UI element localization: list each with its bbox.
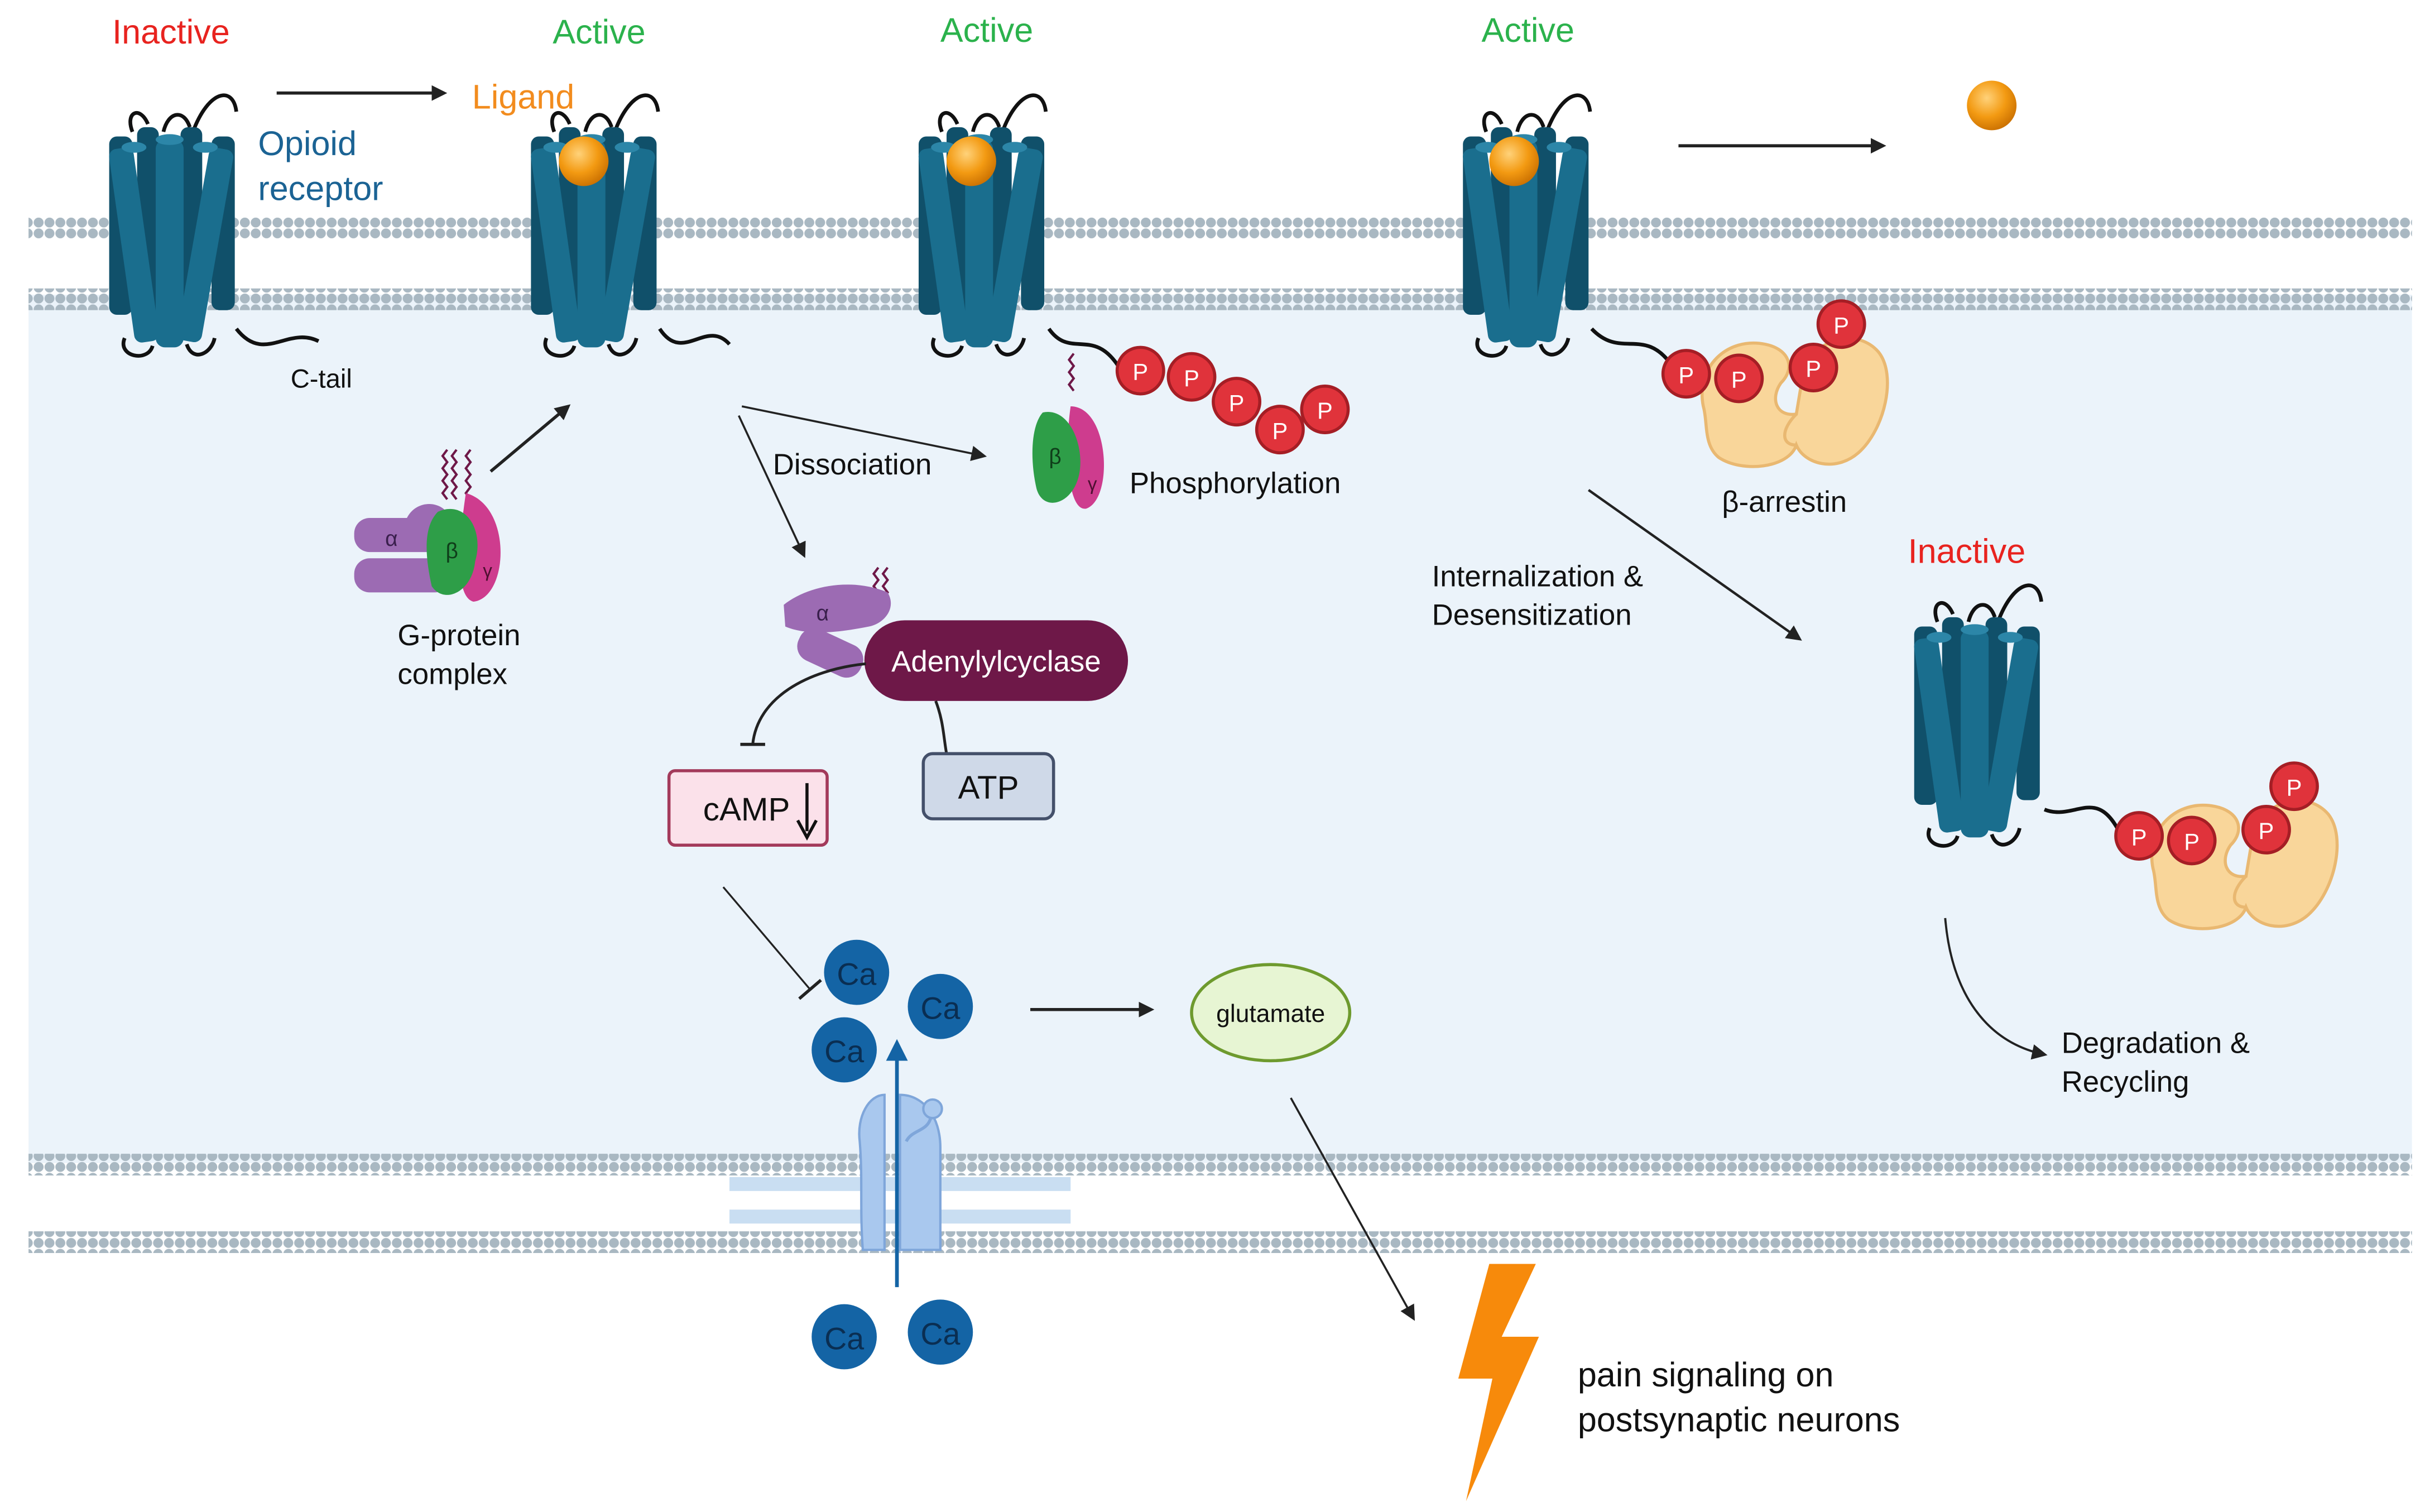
svg-text:Ca: Ca [824, 1034, 864, 1069]
phosphate-chain-1: P P P P P [1115, 345, 1350, 455]
state-label-active-3: Active [1482, 11, 1574, 49]
svg-text:γ: γ [1088, 474, 1097, 495]
g-protein-complex: α β γ [354, 449, 501, 602]
svg-text:α: α [385, 527, 397, 551]
internalization-label-line1: Internalization & [1432, 560, 1644, 593]
svg-text:Ca: Ca [824, 1321, 864, 1356]
calcium-inhibition [722, 886, 811, 990]
svg-text:P: P [2287, 774, 2302, 800]
opioid-receptor-label-line1: Opioid [258, 124, 357, 162]
glutamate-to-pain-arrow [1290, 1097, 1415, 1321]
svg-text:P: P [1678, 362, 1694, 388]
svg-text:β: β [446, 539, 458, 563]
lightning-bolt-icon [1458, 1264, 1539, 1501]
svg-text:Ca: Ca [920, 991, 960, 1025]
svg-text:γ: γ [483, 561, 492, 582]
svg-text:P: P [1833, 312, 1849, 338]
svg-text:P: P [1272, 417, 1288, 444]
g-protein-label-line1: G-protein [397, 619, 520, 652]
svg-text:β: β [1049, 445, 1061, 469]
svg-text:ATP: ATP [958, 770, 1019, 806]
state-label-inactive-2: Inactive [1908, 532, 2026, 570]
phosphorylation-label: Phosphorylation [1130, 467, 1341, 500]
svg-text:P: P [1317, 397, 1333, 424]
svg-text:P: P [2131, 824, 2147, 850]
svg-text:P: P [1731, 367, 1747, 393]
g-protein-binding-arrow [489, 404, 571, 473]
upper-membrane-outer-leaflet [28, 217, 2412, 239]
atp-connector [934, 700, 948, 754]
beta-arrestin-label: β-arrestin [1722, 486, 1847, 519]
lower-membrane-outer-leaflet [28, 1231, 2412, 1253]
svg-text:P: P [2259, 818, 2274, 844]
dissociation-arrow-right [741, 405, 987, 462]
opioid-receptor-active-1 [530, 95, 731, 356]
state-label-active-1: Active [553, 13, 645, 51]
svg-text:P: P [1184, 365, 1199, 391]
opioid-receptor-label-line2: receptor [258, 169, 383, 207]
svg-text:P: P [1805, 356, 1821, 382]
svg-text:P: P [2184, 829, 2200, 855]
degradation-label-line1: Degradation & [2062, 1027, 2250, 1060]
adenylylcyclase-inhibition [751, 662, 866, 745]
glutamate: glutamate [1190, 963, 1352, 1063]
g-beta-gamma-dimer: β γ [1032, 353, 1104, 509]
internalization-label-line2: Desensitization [1432, 599, 1632, 632]
dissociation-arrow-down [738, 415, 806, 558]
beta-arrestin-2: P P P P [2114, 761, 2337, 929]
svg-text:Ca: Ca [920, 1317, 960, 1351]
adenylylcyclase: Adenylylcyclase [864, 620, 1129, 701]
calcium-channel [729, 1039, 1071, 1288]
g-protein-label-line2: complex [397, 657, 507, 690]
degradation-label-line2: Recycling [2062, 1065, 2189, 1098]
internalization-arrow [1587, 489, 1802, 641]
ligand-label: Ligand [472, 78, 575, 116]
calcium-ions-extracellular: Ca Ca [811, 1299, 973, 1370]
dissociation-label: Dissociation [773, 448, 932, 481]
degradation-arrow [1944, 918, 2048, 1060]
camp-decrease-arrow [796, 783, 818, 841]
calcium-ions-intracellular: Ca Ca Ca [811, 939, 973, 1083]
upper-membrane-inner-leaflet [28, 288, 2412, 310]
svg-text:Ca: Ca [837, 957, 876, 991]
c-tail-label: C-tail [291, 364, 352, 394]
released-ligand [1967, 80, 2017, 131]
svg-text:P: P [1229, 390, 1245, 416]
pain-label-line2: postsynaptic neurons [1578, 1401, 1900, 1439]
opioid-receptor-active-3 [1462, 95, 1674, 367]
svg-text:cAMP: cAMP [703, 791, 790, 828]
state-label-inactive-1: Inactive [112, 13, 230, 51]
lower-membrane-inner-leaflet [28, 1154, 2412, 1176]
svg-text:glutamate: glutamate [1216, 1000, 1325, 1028]
ligand [559, 136, 609, 186]
opioid-receptor-inactive [108, 95, 320, 356]
opioid-receptor-active-2 [918, 95, 1122, 371]
camp-box: cAMP [667, 769, 829, 847]
svg-text:Adenylylcyclase: Adenylylcyclase [891, 645, 1101, 678]
atp-box: ATP [921, 752, 1055, 820]
pain-label-line1: pain signaling on [1578, 1356, 1834, 1394]
state-label-active-2: Active [940, 11, 1033, 49]
beta-arrestin-1: P P P P [1661, 299, 1888, 467]
svg-text:P: P [1132, 359, 1148, 385]
svg-text:α: α [817, 601, 829, 625]
opioid-receptor-internalized [1913, 585, 2124, 846]
